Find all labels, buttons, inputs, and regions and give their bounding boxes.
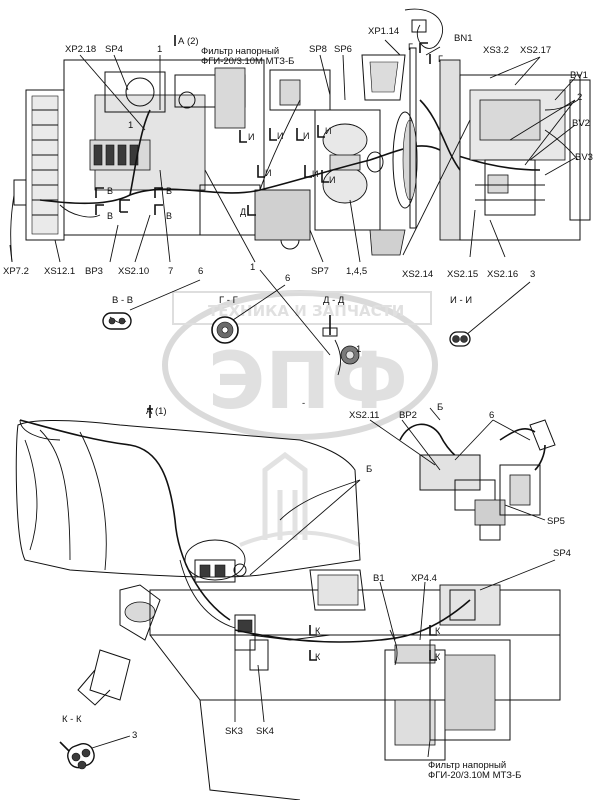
section-mark-v1: В — [107, 186, 113, 196]
label-xs3-2: XS3.2 — [483, 45, 509, 56]
leader-lines-top — [9, 39, 576, 263]
sensor-cluster-mid — [184, 539, 247, 583]
label-sp8: SP8 — [309, 44, 327, 55]
label-section-kk: К - К — [62, 714, 82, 725]
label-xp1-14: XP1.14 — [368, 26, 399, 37]
label-1-b: 1 — [128, 120, 133, 131]
label-xs2-14: XS2.14 — [402, 269, 433, 280]
label-xp2-18: XP2.18 — [65, 44, 96, 55]
label-filter-bottom-line2: ФГИ-20/3.10М МТЗ-Б — [428, 770, 521, 781]
label-g2: Г — [438, 54, 443, 64]
top-labels: XP2.18 SP4 1 А (2) Фильтр напорный ФГИ-2… — [65, 26, 593, 163]
label-bp2: BP2 — [399, 410, 417, 421]
section-views: В - В Г - Г Д - Д И - И 1 — [102, 269, 531, 376]
label-1-d: 1 — [356, 344, 361, 355]
section-mark-i3: И — [303, 131, 309, 141]
label-xp4-4: XP4.4 — [411, 573, 437, 584]
label-sp4-top: SP4 — [105, 44, 123, 55]
section-mark-i6: И — [312, 169, 318, 179]
label-3-a: 3 — [530, 269, 535, 280]
label-section-ii: И - И — [450, 295, 472, 306]
label-filter-top-line2: ФГИ-20/3.10М МТЗ-Б — [201, 56, 294, 67]
section-mark-i4: И — [325, 126, 331, 136]
section-mark-v3: В — [107, 211, 113, 221]
engine-assembly-right — [361, 8, 591, 256]
label-sp5: SP5 — [547, 516, 565, 527]
label-bv2: BV2 — [572, 118, 590, 129]
label-sp7: SP7 — [311, 266, 329, 277]
section-gg-drawing — [211, 316, 239, 344]
label-6-c: 6 — [489, 410, 494, 421]
label-xs12-1: XS12.1 — [44, 266, 75, 277]
label-filter-bottom-line1: Фильтр напорный — [428, 760, 506, 771]
watermark-big-text: ЭПФ — [208, 337, 408, 427]
label-a1: А (1) — [146, 406, 167, 417]
label-b1: B1 — [373, 573, 385, 584]
bottom-labels-top-assembly: XP7.2 XS12.1 BP3 XS2.10 7 6 1 6 SP7 1,4,… — [3, 262, 535, 284]
section-mark-v2: В — [166, 186, 172, 196]
lower-assembly: А (1) - Б XS2.11 — [15, 398, 571, 800]
label-7: 7 — [168, 266, 173, 277]
label-xs2-10: XS2.10 — [118, 266, 149, 277]
label-section-vv: В - В — [112, 295, 133, 306]
label-k-c: К — [435, 626, 441, 636]
label-k-b: К — [315, 652, 321, 662]
label-b-mid: Б — [366, 464, 372, 475]
label-2: 2 — [577, 92, 582, 103]
section-vv-drawing — [102, 312, 132, 330]
section-mark-v4: В — [166, 211, 172, 221]
label-g1: Г — [408, 42, 413, 52]
label-sp6: SP6 — [334, 44, 352, 55]
label-k-d: К — [435, 652, 441, 662]
section-mark-i1: И — [248, 132, 254, 142]
watermark-small-text: ТЕХНИКА И ЗАПЧАСТИ — [208, 302, 404, 320]
label-section-dd: Д - Д — [323, 295, 345, 306]
label-3-b: 3 — [132, 730, 137, 741]
label-sk4: SK4 — [256, 726, 274, 737]
label-xs2-16: XS2.16 — [487, 269, 518, 280]
label-sk3: SK3 — [225, 726, 243, 737]
label-1-c: 1 — [250, 262, 255, 273]
section-ii-drawing — [449, 331, 471, 347]
label-section-gg: Г - Г — [219, 295, 238, 306]
label-xp7-2: XP7.2 — [3, 266, 29, 277]
label-bp3: BP3 — [85, 266, 103, 277]
section-dd-drawing — [322, 315, 360, 376]
label-a2: А (2) — [178, 36, 199, 47]
section-mark-d: Д — [240, 207, 246, 217]
label-bv1: BV1 — [570, 70, 588, 81]
section-mark-i2: И — [277, 131, 283, 141]
label-k-a: К — [315, 626, 321, 636]
label-xs2-17: XS2.17 — [520, 45, 551, 56]
label-6-a: 6 — [198, 266, 203, 277]
label-xs2-15: XS2.15 — [447, 269, 478, 280]
section-mark-i5: И — [265, 168, 271, 178]
label-filter-top-line1: Фильтр напорный — [201, 46, 279, 57]
section-kk: К - К 3 — [59, 714, 137, 770]
label-bn1: BN1 — [454, 33, 472, 44]
label-b-top: Б — [437, 402, 443, 413]
label-1-4-5: 1,4,5 — [346, 266, 367, 277]
label-bv3: BV3 — [575, 152, 593, 163]
watermark: ТЕХНИКА И ЗАПЧАСТИ ЭПФ — [162, 290, 438, 547]
engine-assembly-left: В В В В И И И И И И И Д — [10, 59, 541, 263]
label-sp4-bottom: SP4 — [553, 548, 571, 559]
label-1-a: 1 — [157, 44, 162, 55]
transmission-unit — [77, 559, 561, 800]
section-mark-i7: И — [329, 175, 335, 185]
label-xs2-11: XS2.11 — [349, 410, 379, 421]
label-dash-mark: - — [302, 398, 305, 409]
label-6-b: 6 — [285, 273, 290, 284]
fitting-assembly-right — [399, 419, 556, 541]
